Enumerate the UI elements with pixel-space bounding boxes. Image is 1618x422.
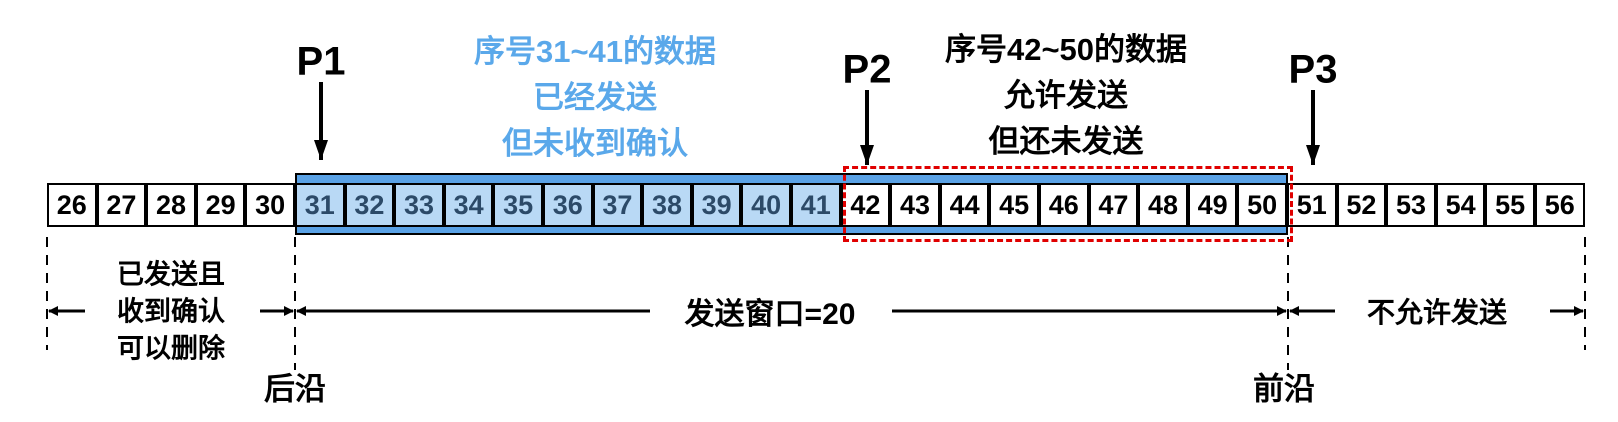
note-line: 已发送且 (117, 259, 225, 290)
sequence-cell-46: 46 (1039, 183, 1089, 227)
note-line: 但未收到确认 (501, 126, 688, 161)
not-allowed-label: 不允许发送 (1366, 297, 1508, 328)
sequence-cell-47: 47 (1088, 183, 1139, 227)
sequence-cell-53: 53 (1386, 183, 1436, 227)
sequence-cell-28: 28 (146, 183, 196, 227)
sequence-cell-43: 43 (890, 183, 940, 227)
sequence-cell-33: 33 (394, 183, 444, 227)
note-line: 已经发送 (532, 80, 657, 115)
note-line: 序号31~41的数据 (473, 34, 717, 69)
sequence-cell-41: 41 (791, 183, 841, 227)
sequence-cell-30: 30 (245, 183, 295, 227)
sequence-cell-36: 36 (543, 183, 593, 227)
sequence-cell-49: 49 (1187, 183, 1238, 227)
sequence-cell-38: 38 (642, 183, 692, 227)
sequence-cell-48: 48 (1138, 183, 1188, 227)
sequence-cell-27: 27 (96, 183, 147, 227)
sequence-cell-26: 26 (47, 183, 97, 227)
sequence-cell-55: 55 (1485, 183, 1535, 227)
note-line: 收到确认 (117, 296, 225, 327)
sequence-cell-52: 52 (1336, 183, 1387, 227)
sequence-cell-45: 45 (989, 183, 1039, 227)
note-line: 但还未发送 (988, 124, 1144, 159)
sent-unacked-note: 序号31~41的数据 已经发送 但未收到确认 (474, 29, 716, 167)
rear-edge-label: 后沿 (264, 371, 326, 407)
sequence-cell-37: 37 (592, 183, 643, 227)
front-edge-label: 前沿 (1253, 371, 1315, 407)
window-label: 发送窗口=20 (684, 298, 856, 331)
note-line: 允许发送 (1003, 78, 1128, 113)
pointer-p3: P3 (1288, 47, 1338, 92)
sequence-cell-39: 39 (691, 183, 742, 227)
pointer-p1: P1 (296, 39, 346, 84)
pointer-p2: P2 (842, 47, 892, 92)
sequence-cell-34: 34 (443, 183, 494, 227)
sequence-cell-50: 50 (1237, 183, 1287, 227)
sequence-cell-29: 29 (195, 183, 246, 227)
sequence-cell-40: 40 (741, 183, 791, 227)
sequence-cell-54: 54 (1435, 183, 1486, 227)
allowed-unsent-box (843, 166, 1293, 242)
acked-note: 已发送且 收到确认 可以删除 (117, 257, 225, 368)
note-line: 序号42~50的数据 (944, 32, 1188, 67)
sequence-cell-51: 51 (1287, 183, 1337, 227)
note-line: 可以删除 (117, 333, 225, 364)
allowed-unsent-note: 序号42~50的数据 允许发送 但还未发送 (945, 27, 1187, 165)
sequence-cell-32: 32 (344, 183, 395, 227)
sequence-cell-42: 42 (840, 183, 891, 227)
sequence-cell-35: 35 (493, 183, 543, 227)
sequence-cell-44: 44 (939, 183, 990, 227)
sequence-cell-56: 56 (1535, 183, 1585, 227)
sequence-cell-31: 31 (295, 183, 345, 227)
